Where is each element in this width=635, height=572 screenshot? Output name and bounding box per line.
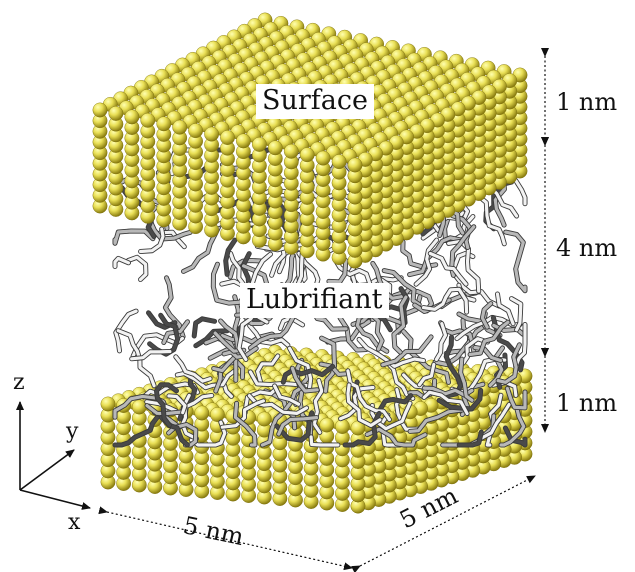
bottom-thickness-label: 1 nm <box>556 389 618 417</box>
top-surface-slab <box>92 12 528 269</box>
dimension-lines-base <box>98 475 536 572</box>
x-axis-arrow <box>19 489 91 510</box>
dim-line-width-y <box>351 475 536 572</box>
gap-label: 4 nm <box>556 234 618 262</box>
x-axis-label: x <box>68 510 81 535</box>
lubrifiant-label: Lubrifiant <box>240 283 389 318</box>
y-axis-label: y <box>66 419 79 444</box>
z-axis-label: z <box>13 370 25 395</box>
y-axis-arrow <box>19 449 75 491</box>
surface-label: Surface <box>256 84 374 119</box>
coordinate-axes <box>16 401 91 510</box>
top-thickness-label: 1 nm <box>556 88 618 116</box>
dim-line-width-x <box>98 506 353 571</box>
